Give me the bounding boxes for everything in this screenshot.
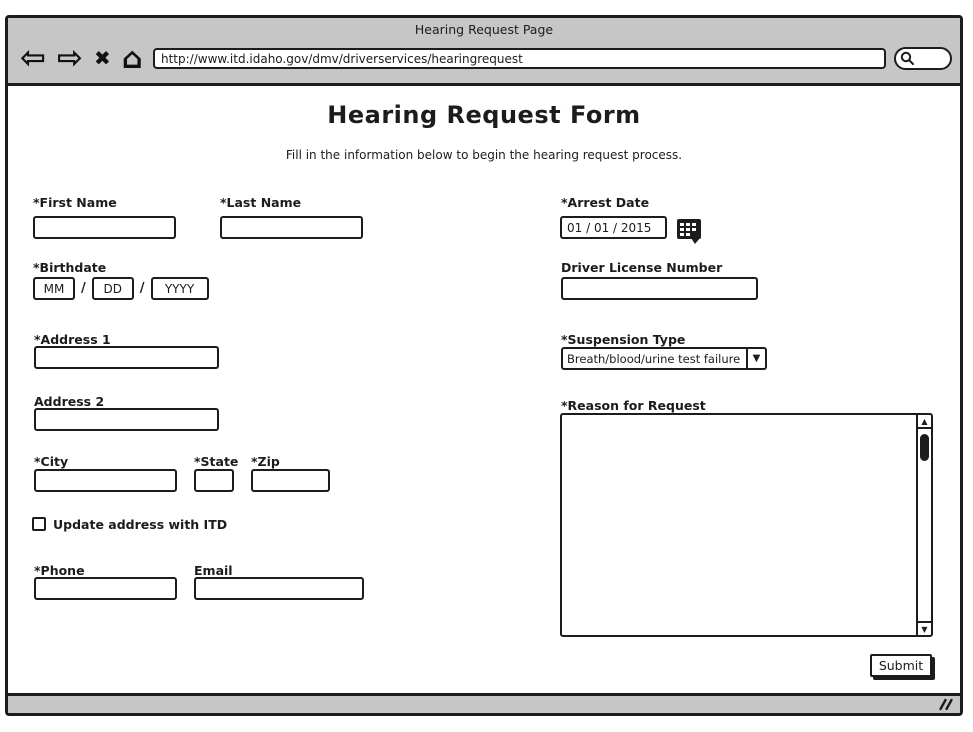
home-icon[interactable]: ⌂ xyxy=(121,40,143,75)
form-content: Hearing Request Form Fill in the informa… xyxy=(8,89,960,690)
update-address-label: Update address with ITD xyxy=(53,517,228,532)
arrest-date-label: *Arrest Date xyxy=(561,195,650,210)
back-arrow-icon[interactable]: ⇦ xyxy=(20,39,46,76)
browser-window: Hearing Request Page ⇦ ⇨ ✖ ⌂ Hearing Req… xyxy=(5,15,963,716)
scrollbar-thumb[interactable] xyxy=(920,434,929,461)
birthdate-mm-field[interactable] xyxy=(33,277,75,300)
date-separator: / xyxy=(139,281,145,296)
address2-label: Address 2 xyxy=(34,394,105,409)
suspension-type-label: *Suspension Type xyxy=(561,332,686,347)
search-input[interactable] xyxy=(894,47,952,70)
birthdate-yyyy-field[interactable] xyxy=(150,277,209,300)
city-field[interactable] xyxy=(34,469,177,492)
city-label: *City xyxy=(34,454,69,469)
email-field[interactable] xyxy=(194,577,364,600)
browser-nav-row: ⇦ ⇨ ✖ ⌂ xyxy=(20,40,143,76)
arrest-date-field[interactable] xyxy=(560,216,667,239)
window-title: Hearing Request Page xyxy=(414,22,554,37)
birthdate-row: / / xyxy=(33,277,209,300)
reason-label: *Reason for Request xyxy=(561,398,706,413)
first-name-field[interactable] xyxy=(33,216,176,239)
submit-button[interactable]: Submit xyxy=(870,654,932,677)
state-label: *State xyxy=(194,454,239,469)
calendar-icon[interactable] xyxy=(676,218,703,244)
phone-field[interactable] xyxy=(34,577,177,600)
chevron-down-icon[interactable]: ▼ xyxy=(746,349,765,368)
birthdate-label: *Birthdate xyxy=(33,260,107,275)
stop-icon[interactable]: ✖ xyxy=(93,46,111,70)
forward-arrow-icon[interactable]: ⇨ xyxy=(56,39,83,76)
suspension-type-select[interactable]: Breath/blood/urine test failure ▼ xyxy=(561,347,767,370)
search-icon xyxy=(900,51,914,65)
resize-handle-icon[interactable] xyxy=(937,698,954,711)
zip-field[interactable] xyxy=(251,469,330,492)
driver-license-label: Driver License Number xyxy=(561,260,723,275)
suspension-type-value: Breath/blood/urine test failure xyxy=(567,351,741,366)
scrollbar-up-icon[interactable]: ▲ xyxy=(918,415,931,429)
status-bar xyxy=(8,693,960,713)
first-name-label: *First Name xyxy=(33,195,117,210)
address2-field[interactable] xyxy=(34,408,219,431)
last-name-label: *Last Name xyxy=(220,195,302,210)
date-separator: / xyxy=(81,281,86,296)
zip-label: *Zip xyxy=(251,454,280,469)
page-subtitle: Fill in the information below to begin t… xyxy=(285,148,683,162)
url-input[interactable] xyxy=(153,48,886,69)
reason-scrollbar[interactable]: ▲ ▼ xyxy=(916,415,931,635)
scrollbar-down-icon[interactable]: ▼ xyxy=(918,621,931,635)
state-field[interactable] xyxy=(194,469,234,492)
driver-license-field[interactable] xyxy=(561,277,758,300)
birthdate-dd-field[interactable] xyxy=(91,277,134,300)
phone-label: *Phone xyxy=(34,563,85,578)
browser-titlebar: Hearing Request Page ⇦ ⇨ ✖ ⌂ xyxy=(8,18,960,86)
page-title: Hearing Request Form xyxy=(327,101,641,129)
email-label: Email xyxy=(194,563,233,578)
address1-label: *Address 1 xyxy=(34,332,111,347)
reason-textarea[interactable]: ▲ ▼ xyxy=(560,413,933,637)
last-name-field[interactable] xyxy=(220,216,363,239)
address1-field[interactable] xyxy=(34,346,219,369)
update-address-checkbox[interactable] xyxy=(32,517,46,531)
